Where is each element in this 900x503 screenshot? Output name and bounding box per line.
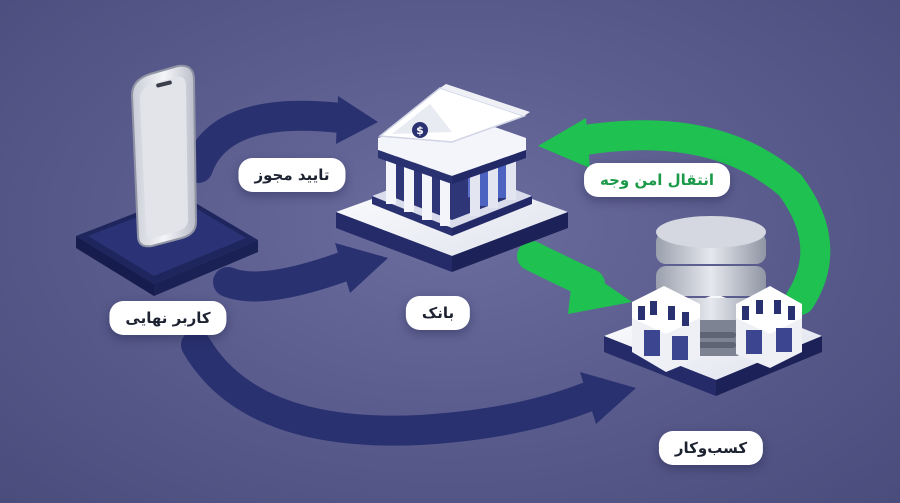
bank-building-icon: $ bbox=[372, 84, 532, 236]
secure-transfer-arrow bbox=[538, 118, 831, 315]
bank-to-business-arrow bbox=[517, 241, 632, 314]
end-user-label: کاربر نهایی bbox=[109, 301, 227, 335]
auth-approval-arrow bbox=[183, 96, 378, 183]
smartphone-icon bbox=[130, 64, 198, 248]
bank-label: بانک bbox=[405, 296, 471, 330]
svg-text:$: $ bbox=[416, 124, 424, 137]
user-to-business-arrow bbox=[181, 330, 636, 446]
storefront-server-icon bbox=[632, 216, 802, 372]
secure-transfer-label: انتقال امن وجه bbox=[584, 163, 730, 197]
user-to-bank-arrow bbox=[213, 243, 388, 302]
business-label: کسب‌وکار bbox=[658, 431, 764, 465]
auth-approval-label: تایید مجوز bbox=[238, 158, 346, 192]
